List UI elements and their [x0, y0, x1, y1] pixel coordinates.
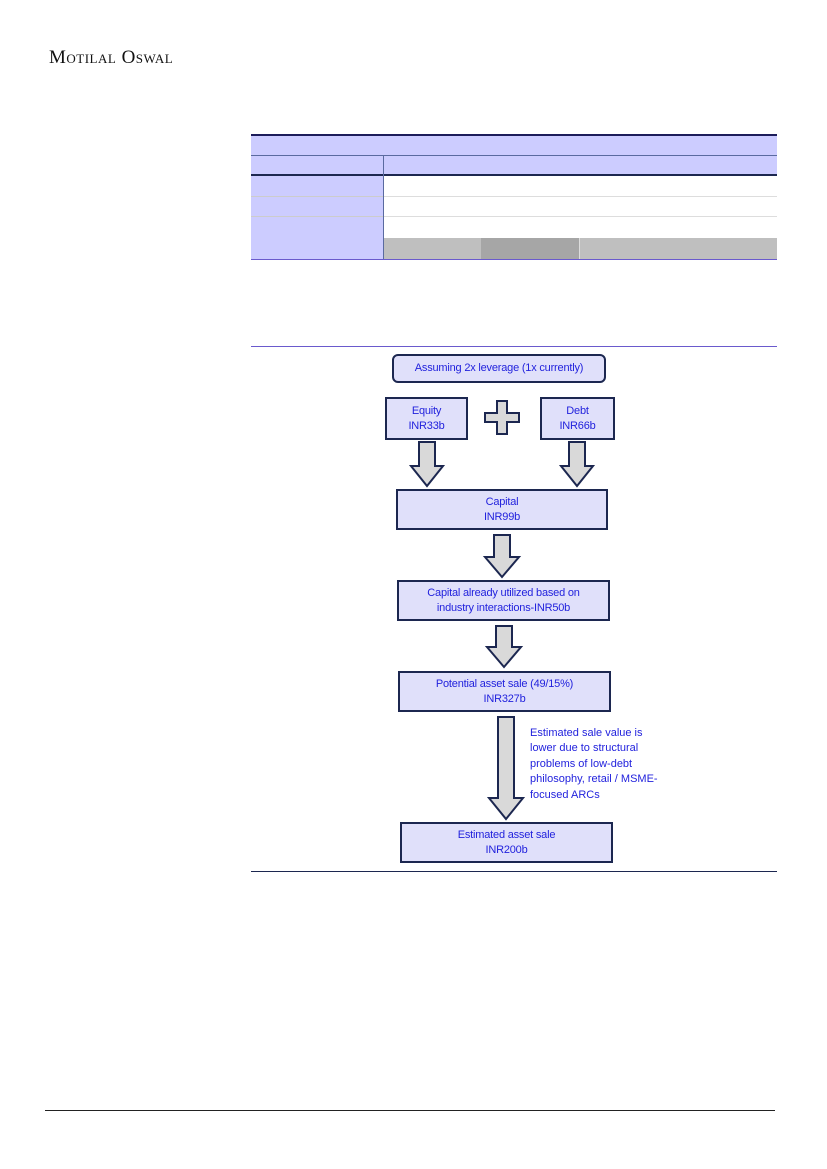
debt-value: INR66b [559, 419, 596, 432]
row-data-1 [383, 176, 777, 197]
capital-utilized-box: Capital already utilized based on indust… [397, 580, 610, 621]
row-data-2 [383, 197, 777, 217]
equity-box: Equity INR33b [385, 397, 468, 440]
row-data-3 [383, 217, 777, 238]
table-header-row-2 [251, 155, 777, 176]
equity-label: Equity [411, 404, 442, 417]
row-label-total [251, 238, 383, 259]
potential-label: Potential asset sale (49/15%) [435, 677, 574, 690]
utilized-line-1: Capital already utilized based on [427, 586, 580, 599]
arrow-down-icon [482, 534, 522, 579]
table-header-row-1 [251, 136, 777, 155]
arrow-down-icon [408, 441, 446, 488]
data-table [251, 134, 777, 260]
footer-rule [45, 1110, 775, 1111]
row-total-col-2 [481, 238, 579, 259]
capital-label: Capital [485, 495, 519, 508]
row-label-2 [251, 197, 383, 217]
row-total-col-1 [383, 238, 481, 259]
arrow-down-long-icon [486, 716, 526, 821]
capital-value: INR99b [483, 510, 521, 523]
debt-box: Debt INR66b [540, 397, 615, 440]
row-total-col-3 [579, 238, 777, 259]
estimated-value: INR200b [485, 843, 528, 856]
row-label-3 [251, 217, 383, 238]
arrow-down-icon [558, 441, 596, 488]
debt-label: Debt [566, 404, 589, 417]
equity-value: INR33b [408, 419, 445, 432]
potential-asset-sale-box: Potential asset sale (49/15%) INR327b [398, 671, 611, 712]
flowchart-top-rule [251, 346, 777, 347]
utilized-line-2: industry interactions-INR50b [436, 601, 571, 614]
arrow-down-icon [484, 625, 524, 669]
estimated-label: Estimated asset sale [457, 828, 556, 841]
assumption-text: Assuming 2x leverage (1x currently) [414, 362, 584, 374]
sale-value-note: Estimated sale value is lower due to str… [530, 727, 658, 801]
brand-logo: Motilal Oswal [49, 47, 174, 68]
flowchart-bottom-rule [251, 871, 777, 872]
row-label-1 [251, 176, 383, 197]
potential-value: INR327b [483, 692, 526, 705]
assumption-box: Assuming 2x leverage (1x currently) [392, 354, 606, 383]
plus-icon [484, 400, 520, 435]
estimated-asset-sale-box: Estimated asset sale INR200b [400, 822, 613, 863]
capital-box: Capital INR99b [396, 489, 608, 530]
